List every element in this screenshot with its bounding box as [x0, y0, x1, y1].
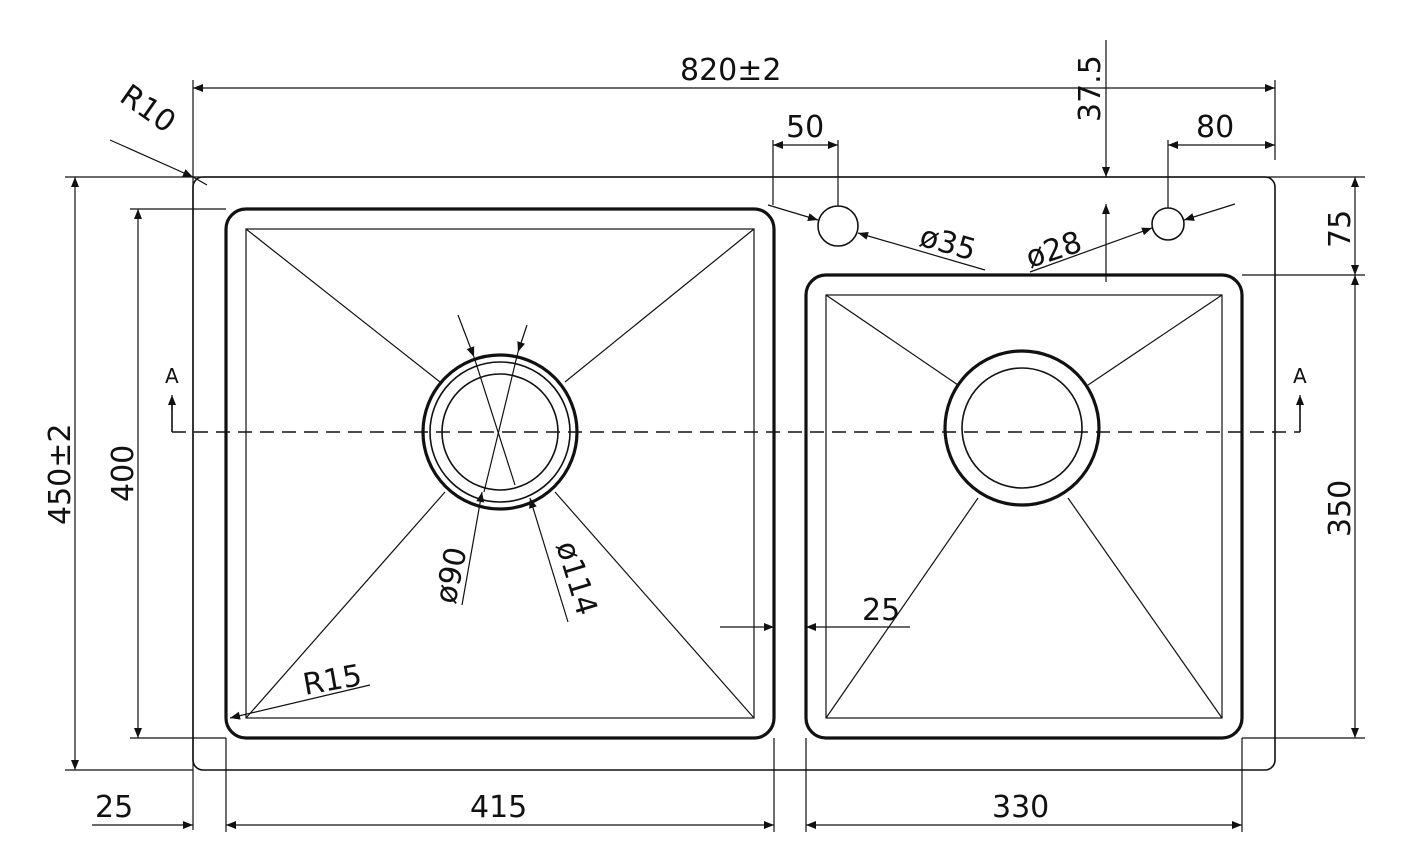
dim-right-bowl-width: 330: [992, 790, 1049, 825]
left-bowl: [224, 207, 776, 740]
dim-left-bowl-depth: 400: [106, 445, 141, 502]
dim-overall-depth: 450±2: [43, 424, 78, 525]
dim-tap-offset-top: 37.5: [1073, 55, 1108, 122]
dim-tap-offset-left: 50: [786, 110, 824, 145]
dim-tap-right-dia: ø28: [1022, 225, 1087, 276]
dim-bowl-corner-radius: R15: [300, 658, 364, 703]
right-drain-inner: [961, 367, 1083, 489]
dim-drain-inner-dia: ø90: [429, 544, 475, 607]
right-bowl: [804, 273, 1244, 740]
dim-overall-width: 820±2: [680, 53, 781, 88]
dim-bowl-gap: 25: [862, 593, 900, 628]
dim-left-bowl-width: 415: [470, 790, 527, 825]
tap-hole-right: [1151, 207, 1185, 241]
dim-tap-offset-right: 80: [1196, 110, 1234, 145]
section-label-right: A: [1293, 364, 1307, 388]
dim-corner-radius: R10: [113, 78, 181, 141]
dim-right-bowl-depth: 350: [1323, 480, 1358, 537]
section-label-left: A: [165, 364, 179, 388]
dim-tap-left-dia: ø35: [916, 219, 980, 268]
right-drain-outer: [943, 349, 1101, 507]
dim-drain-outer-dia: ø114: [548, 537, 604, 620]
tap-hole-left: [817, 205, 859, 247]
dim-right-bowl-offset: 75: [1323, 210, 1358, 248]
dim-left-margin: 25: [95, 790, 133, 825]
